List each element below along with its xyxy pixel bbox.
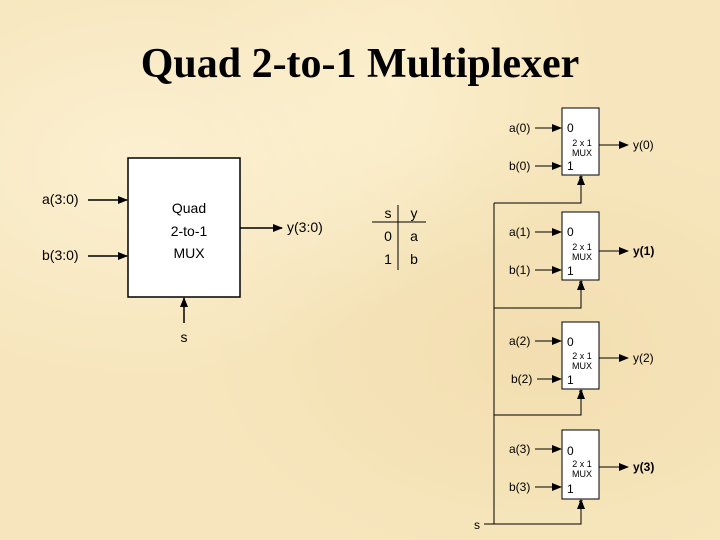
- mux-2: 0 1 2 x 1 MUX s a(2) b(2) y(2): [494, 321, 654, 416]
- mux-y-label: y(2): [633, 351, 654, 365]
- mux-b-label: b(3): [509, 480, 530, 494]
- mux-y-label: y(3): [633, 460, 654, 474]
- truth-table-cell: a: [410, 228, 418, 244]
- block-input-a: a(3:0): [42, 191, 128, 207]
- block-line-1: Quad: [172, 200, 206, 216]
- page-title: Quad 2-to-1 Multiplexer: [140, 41, 580, 87]
- block-input-a-label: a(3:0): [42, 191, 79, 207]
- mux-b-label: b(0): [509, 159, 530, 173]
- mux-size-label: 2 x 1: [572, 351, 592, 361]
- truth-table-cell: b: [410, 251, 418, 267]
- mux-size-label: 2 x 1: [572, 459, 592, 469]
- mux-in1-label: 1: [567, 159, 574, 173]
- truth-table: s y 0 a 1 b: [372, 205, 426, 270]
- mux-0: 0 1 2 x 1 MUX s a(0) b(0) y(0): [494, 107, 654, 204]
- mux-name-label: MUX: [572, 148, 592, 158]
- select-bus: s: [474, 203, 495, 532]
- mux-y-label: y(0): [633, 138, 654, 152]
- block-select: s: [180, 297, 188, 345]
- mux-in1-label: 1: [567, 373, 574, 387]
- mux-3: 0 1 2 x 1 MUX s a(3) b(3) y(3): [494, 429, 654, 525]
- mux-name-label: MUX: [572, 469, 592, 479]
- truth-table-cell: 1: [384, 251, 392, 267]
- mux-name-label: MUX: [572, 252, 592, 262]
- mux-size-label: 2 x 1: [572, 138, 592, 148]
- mux-a-label: a(0): [509, 121, 530, 135]
- mux-a-label: a(2): [509, 334, 530, 348]
- truth-table-cell: 0: [384, 228, 392, 244]
- mux-1: 0 1 2 x 1 MUX s a(1) b(1) y(1): [494, 211, 654, 309]
- mux-in0-label: 0: [567, 121, 574, 135]
- mux-in1-label: 1: [567, 264, 574, 278]
- mux-y-label: y(1): [633, 244, 654, 258]
- mux-size-label: 2 x 1: [572, 242, 592, 252]
- truth-table-header-s: s: [385, 205, 392, 221]
- block-input-b-label: b(3:0): [42, 247, 79, 263]
- block-input-b: b(3:0): [42, 247, 128, 263]
- quad-mux-block: Quad 2-to-1 MUX: [127, 157, 241, 298]
- mux-a-label: a(1): [509, 225, 530, 239]
- mux-in0-label: 0: [567, 225, 574, 239]
- mux-a-label: a(3): [509, 442, 530, 456]
- mux-in0-label: 0: [567, 444, 574, 458]
- block-line-3: MUX: [173, 245, 205, 261]
- block-line-2: 2-to-1: [171, 223, 208, 239]
- block-output-label: y(3:0): [287, 219, 323, 235]
- select-input-label: s: [474, 518, 480, 532]
- mux-b-label: b(2): [511, 372, 532, 386]
- mux-in1-label: 1: [567, 482, 574, 496]
- block-output: y(3:0): [240, 219, 323, 235]
- mux-name-label: MUX: [572, 361, 592, 371]
- block-select-label: s: [181, 329, 188, 345]
- mux-b-label: b(1): [509, 263, 530, 277]
- truth-table-header-y: y: [411, 205, 418, 221]
- mux-in0-label: 0: [567, 335, 574, 349]
